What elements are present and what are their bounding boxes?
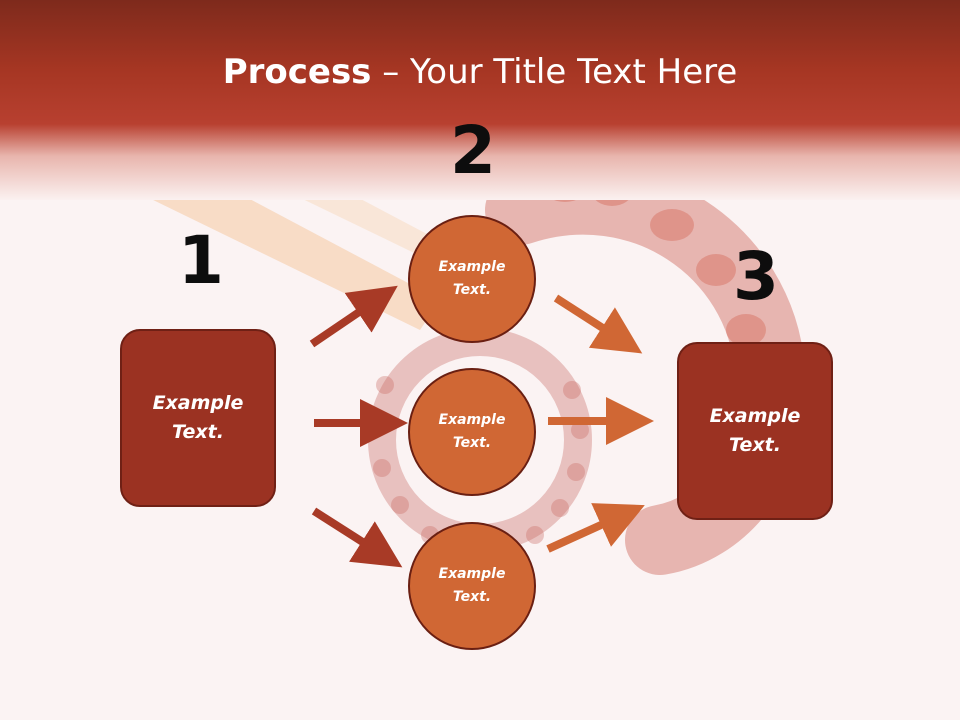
step-1-box: Example Text. xyxy=(120,329,276,507)
arrow-to-circle-top xyxy=(309,285,398,348)
step-1-label: Example Text. xyxy=(152,392,244,443)
step-number-1: 1 xyxy=(178,222,224,299)
step-2-circle-middle: Example Text. xyxy=(408,368,536,496)
arrow-to-circle-bottom xyxy=(311,507,403,568)
title-rest: – Your Title Text Here xyxy=(371,52,738,92)
title-banner xyxy=(0,0,960,200)
arrow-from-circle-bottom xyxy=(546,503,645,553)
circle-middle-label: Example Text. xyxy=(438,412,506,451)
step-3-label: Example Text. xyxy=(709,405,801,456)
step-3-box: Example Text. xyxy=(677,342,833,520)
step-2-circle-top: Example Text. xyxy=(408,215,536,343)
title-bold: Process xyxy=(222,52,372,92)
step-number-3: 3 xyxy=(733,238,779,315)
step-2-circle-bottom: Example Text. xyxy=(408,522,536,650)
step-number-2: 2 xyxy=(450,112,496,189)
circle-top-label: Example Text. xyxy=(438,259,506,298)
slide-title: Process – Your Title Text Here xyxy=(0,52,960,92)
arrow-from-circle-top xyxy=(553,294,643,354)
circle-bottom-label: Example Text. xyxy=(438,566,506,605)
